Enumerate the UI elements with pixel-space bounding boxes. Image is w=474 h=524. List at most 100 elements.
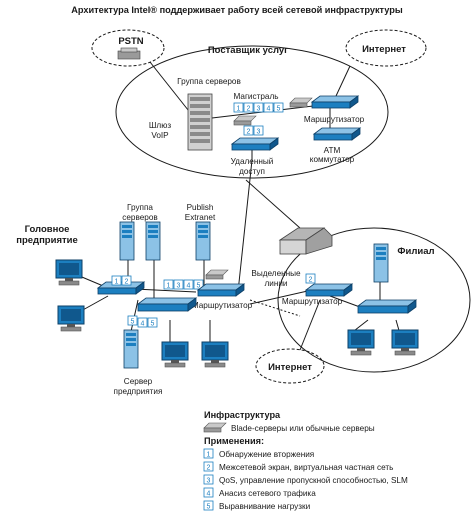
legend-blade-icon: [203, 422, 227, 433]
internet-top-cloud: [345, 29, 427, 67]
hq-switch-bottom-icon: [136, 297, 198, 312]
hq-pc-2-icon: [57, 305, 85, 332]
hq-badges-low: 4 5: [137, 317, 158, 328]
enterprise-server-label-1: Сервер: [124, 377, 153, 386]
badge-3: 3: [173, 279, 184, 290]
branch-label: Филиал: [397, 246, 434, 257]
hq-label-2: предприятие: [16, 235, 78, 246]
provider-router-icon: [311, 95, 359, 109]
svg-text:2: 2: [125, 279, 129, 286]
publish-extranet-label-2: Extranet: [185, 213, 216, 222]
publish-extranet-label-1: Publish: [187, 203, 214, 212]
pstn-phone-icon: [117, 47, 141, 60]
svg-text:2: 2: [207, 465, 211, 472]
remote-access-label-1: Удаленный: [231, 157, 274, 166]
enterprise-server-label-2: предприятия: [114, 387, 163, 396]
diagram-title: Архитектура Intel® поддерживает работу в…: [71, 5, 403, 15]
badge-4: 4: [137, 317, 148, 328]
badge-2: 2: [243, 102, 254, 113]
remote-access-label-2: доступ: [239, 167, 265, 176]
svg-text:Выравнивание нагрузки: Выравнивание нагрузки: [219, 502, 310, 511]
svg-text:5: 5: [131, 319, 135, 326]
badge-4: 4: [263, 102, 274, 113]
branch-router-icon: [305, 283, 353, 297]
badge-1: 1: [163, 279, 174, 290]
hq-label-1: Головное: [25, 224, 70, 235]
svg-text:5: 5: [197, 283, 201, 290]
branch-pc-1-icon: [347, 329, 375, 356]
internet-bottom-cloud: [255, 348, 325, 384]
voip-gateway-label-1: Шлюз: [149, 121, 171, 130]
svg-text:2: 2: [247, 106, 251, 113]
badge-5: 5: [273, 102, 284, 113]
hq-badges-left: 1 2: [111, 275, 132, 286]
badge-5: 5: [193, 279, 204, 290]
badge-1: 1: [233, 102, 244, 113]
branch-cloud: [277, 227, 471, 373]
svg-text:2: 2: [247, 129, 251, 136]
svg-text:1: 1: [207, 452, 211, 459]
badge-2: 2: [121, 275, 132, 286]
svg-text:Обнаружение вторжения: Обнаружение вторжения: [219, 450, 314, 459]
svg-text:5: 5: [207, 504, 211, 511]
pstn-cloud: [91, 29, 165, 67]
svg-text:3: 3: [177, 283, 181, 290]
badge-3: 3: [253, 125, 264, 136]
badge-1: 1: [111, 275, 122, 286]
hq-badges-mid: 1 3 4 5: [163, 279, 204, 290]
server-group-hq-label-2: серверов: [122, 213, 157, 222]
remote-badges: 2 3: [243, 125, 264, 136]
svg-text:5: 5: [151, 321, 155, 328]
branch-switch-icon: [356, 299, 418, 314]
badge-4: 4: [183, 279, 194, 290]
remote-blade-icon: [233, 115, 257, 126]
hq-router-blade-icon: [205, 269, 229, 280]
svg-text:1: 1: [237, 106, 241, 113]
svg-text:3: 3: [257, 106, 261, 113]
remote-access-router-icon: [231, 137, 279, 151]
svg-text:3: 3: [207, 478, 211, 485]
provider-cloud: [115, 45, 389, 179]
router-provider-label: Маршрутизатор: [304, 115, 365, 124]
legend: Инфраструктура Blade-серверы или обычные…: [203, 410, 408, 511]
hq-pc-1-icon: [55, 259, 83, 286]
backbone-badges: 1 2 3 4 5: [233, 102, 284, 113]
internet-top-label: Интернет: [362, 44, 406, 55]
provider-server-rack-icon: [187, 93, 213, 151]
svg-text:1: 1: [115, 279, 119, 286]
provider-label: Поставщик услуг: [208, 45, 288, 56]
leased-lines-label-2: линии: [264, 279, 287, 288]
legend-item: 4 Анасиз сетевого трафика: [203, 487, 316, 498]
hq-router-icon: [197, 283, 245, 297]
leased-lines-label-1: Выделенные: [251, 269, 301, 278]
svg-text:4: 4: [207, 491, 211, 498]
atm-switch-label-1: ATM: [324, 146, 341, 155]
home-office-icon: [278, 227, 333, 255]
hq-pc-4-icon: [201, 341, 229, 368]
badge-2: 2: [305, 273, 316, 284]
legend-item: 1 Обнаружение вторжения: [203, 448, 314, 459]
legend-item: 2 Межсетевой экран, виртуальная частная …: [203, 461, 393, 472]
badge-3: 3: [253, 102, 264, 113]
legend-infrastructure-heading: Инфраструктура: [204, 410, 281, 420]
hq-tower-2-icon: [145, 221, 161, 261]
internet-bottom-label: Интернет: [268, 362, 312, 373]
badge-5: 5: [147, 317, 158, 328]
hq-pc-3-icon: [161, 341, 189, 368]
svg-text:4: 4: [267, 106, 271, 113]
hq-badges-bottom: 5: [127, 315, 138, 326]
legend-applications-heading: Применения:: [204, 436, 264, 446]
branch-pc-2-icon: [391, 329, 419, 356]
atm-switch-label-2: коммутатор: [310, 155, 355, 164]
branch-tower-icon: [373, 243, 389, 283]
voip-gateway-label-2: VoIP: [151, 131, 169, 140]
badge-2: 2: [243, 125, 254, 136]
server-group-hq-label-1: Группа: [127, 203, 153, 212]
svg-text:1: 1: [167, 283, 171, 290]
backbone-blade-icon: [289, 97, 313, 108]
svg-text:2: 2: [309, 277, 313, 284]
badge-5: 5: [127, 315, 138, 326]
pstn-label: PSTN: [118, 36, 143, 47]
router-hq-label: Маршрутизатор: [192, 301, 253, 310]
